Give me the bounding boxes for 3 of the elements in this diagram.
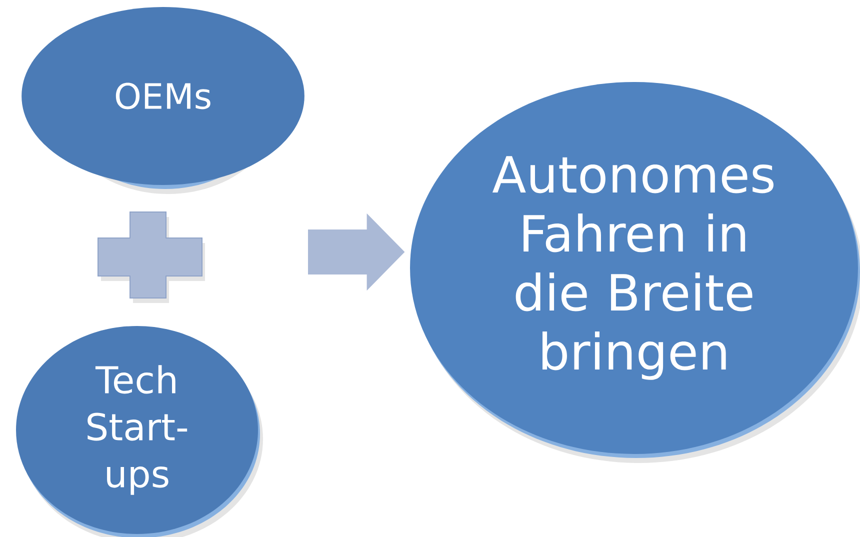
circle-node: Tech Start-ups xyxy=(16,326,263,537)
circle-node: Autonomes Fahren in die Breite bringen xyxy=(410,82,860,463)
circle-node: OEMs xyxy=(22,7,304,194)
